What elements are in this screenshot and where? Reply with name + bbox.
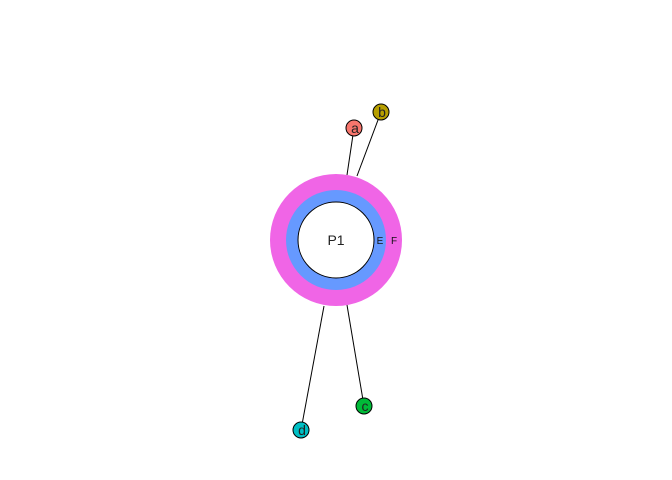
node-d: d xyxy=(292,421,310,439)
center-label: P1 xyxy=(327,232,344,248)
ring-f-label: F xyxy=(391,236,397,247)
node-d-label: d xyxy=(298,422,306,438)
node-a: a xyxy=(345,119,363,137)
node-b: b xyxy=(372,103,390,121)
node-c: c xyxy=(355,397,373,415)
node-b-label: b xyxy=(378,104,386,120)
node-b-circle xyxy=(372,103,390,121)
node-d-circle xyxy=(292,421,310,439)
node-c-circle xyxy=(355,397,373,415)
center-core xyxy=(297,201,375,279)
edge-c xyxy=(346,304,365,407)
ring-e-label: E xyxy=(377,236,384,247)
center-node: P1 E F xyxy=(270,174,402,306)
edge-b xyxy=(356,111,382,177)
edge-d xyxy=(300,305,325,431)
node-a-label: a xyxy=(351,120,359,136)
node-c-label: c xyxy=(362,398,369,414)
node-a-circle xyxy=(345,119,363,137)
